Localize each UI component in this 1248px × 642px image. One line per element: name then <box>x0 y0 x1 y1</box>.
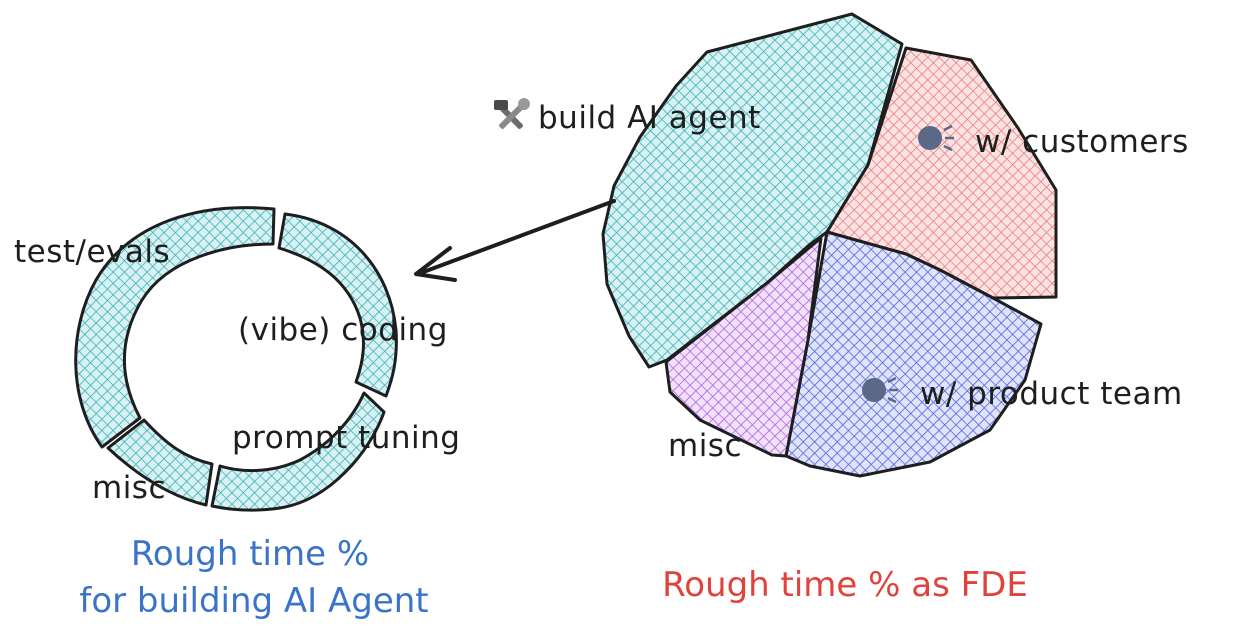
agent-time-ring <box>74 206 398 512</box>
ring-label-vibe-coding: (vibe) coding <box>238 312 448 348</box>
speaking-head-icon <box>862 376 898 404</box>
pie-label-customers: w/ customers <box>975 124 1189 160</box>
ring-label-misc: misc <box>92 470 166 506</box>
ring-label-test-evals: test/evals <box>14 234 170 270</box>
ring-segment-prompt-tuning <box>210 391 386 512</box>
ring-segment-test-evals <box>74 206 276 449</box>
hammer-and-wrench-icon <box>494 98 530 129</box>
ring-caption-line2: for building AI Agent <box>79 581 428 621</box>
speaking-head-icon <box>918 124 954 152</box>
ring-label-prompt-tuning: prompt tuning <box>232 420 460 456</box>
pie-label-product-team: w/ product team <box>920 376 1183 412</box>
ring-segment-vibe-coding <box>277 212 398 398</box>
ring-caption-line1: Rough time % <box>131 534 369 574</box>
pie-caption: Rough time % as FDE <box>662 565 1028 605</box>
pie-slice-build-ai-agent <box>601 12 904 369</box>
arrow <box>414 199 616 282</box>
pie-label-build-ai-agent: build AI agent <box>538 100 761 136</box>
fde-time-pie <box>601 12 1058 478</box>
ring-segment-misc <box>106 418 214 507</box>
pie-slice-misc <box>664 236 823 458</box>
pie-label-misc: misc <box>668 428 742 464</box>
